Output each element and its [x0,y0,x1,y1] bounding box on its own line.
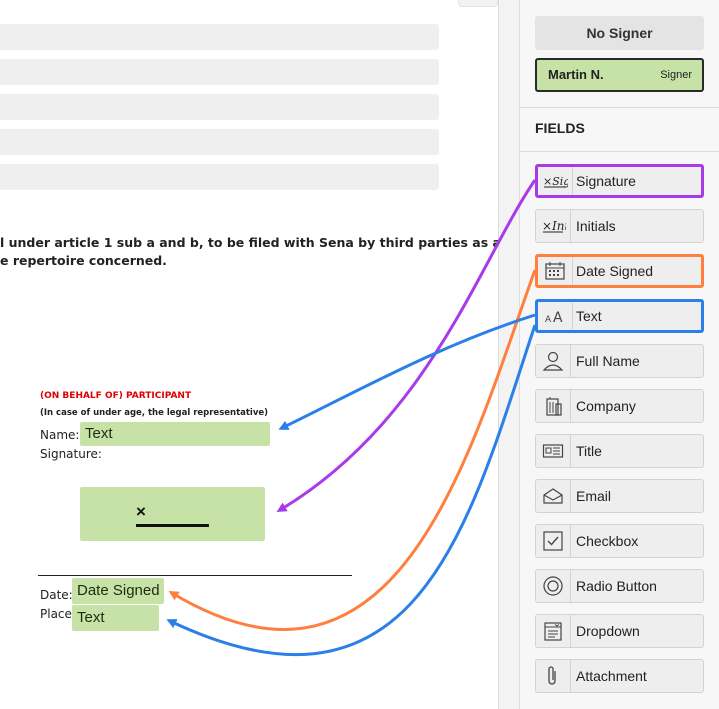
field-label: Attachment [576,668,647,684]
field-email[interactable]: Email [535,479,704,513]
field-signature[interactable]: ×Sign Signature [535,164,704,198]
building-icon [536,390,571,422]
page-tab [458,0,498,7]
initials-icon: ×Int [536,210,571,242]
id-card-icon [536,435,571,467]
redacted-line [0,59,439,85]
field-label: Title [576,443,602,459]
field-label: Full Name [576,353,640,369]
field-label: Text [576,308,602,324]
dropdown-icon [536,615,571,647]
scroll-gutter[interactable] [498,0,520,709]
document-page: l under article 1 sub a and b, to be fil… [0,24,501,631]
field-label: Signature [576,173,636,189]
name-text-field[interactable]: Text [80,422,270,446]
signature-field[interactable]: × [80,487,265,541]
place-text-field[interactable]: Text [72,605,159,631]
signature-label: Signature: [40,447,102,461]
document-paragraph: l under article 1 sub a and b, to be fil… [0,234,501,270]
signer-name: Martin N. [548,67,604,82]
field-radio-button[interactable]: Radio Button [535,569,704,603]
field-label: Date Signed [576,263,654,279]
date-signed-field[interactable]: Date Signed [72,578,164,604]
field-label: Company [576,398,636,414]
participant-note: (In case of under age, the legal represe… [40,408,269,418]
redacted-line [0,24,439,50]
signature-line [136,524,209,527]
paragraph-line: l under article 1 sub a and b, to be fil… [0,235,501,250]
calendar-icon [538,257,573,285]
name-label: Name: [40,428,80,442]
participant-heading: (ON BEHALF OF) PARTICIPANT [40,391,192,401]
divider-line [38,575,352,576]
person-icon [536,345,571,377]
no-signer-button[interactable]: No Signer [535,16,704,50]
sidebar-divider [520,151,719,152]
signature-icon: ×Sign [538,167,573,195]
field-title[interactable]: Title [535,434,704,468]
field-attachment[interactable]: Attachment [535,659,704,693]
svg-text:A: A [545,315,552,325]
field-label: Checkbox [576,533,639,549]
signature-x-mark: × [136,502,146,521]
sidebar-divider [520,107,719,108]
field-dropdown[interactable]: Dropdown [535,614,704,648]
redacted-line [0,129,439,155]
paragraph-line: e repertoire concerned. [0,253,167,268]
svg-text:×Int: ×Int [542,219,566,233]
svg-text:×Sign: ×Sign [543,175,568,188]
paperclip-icon [536,660,571,692]
field-label: Dropdown [576,623,640,639]
redacted-line [0,94,439,120]
signer-selector[interactable]: Martin N. Signer [535,58,704,92]
radio-icon [536,570,571,602]
field-checkbox[interactable]: Checkbox [535,524,704,558]
envelope-icon [536,480,571,512]
checkbox-icon [536,525,571,557]
fields-heading: FIELDS [535,120,585,136]
date-label: Date: [40,588,73,602]
field-label: Radio Button [576,578,657,594]
field-initials[interactable]: ×Int Initials [535,209,704,243]
signer-role: Signer [660,69,692,81]
field-full-name[interactable]: Full Name [535,344,704,378]
field-label: Email [576,488,612,504]
field-company[interactable]: Company [535,389,704,423]
svg-text:A: A [553,310,563,325]
redacted-line [0,164,439,190]
field-date-signed[interactable]: Date Signed [535,254,704,288]
place-label: Place: [40,607,76,621]
field-label: Initials [576,218,616,234]
